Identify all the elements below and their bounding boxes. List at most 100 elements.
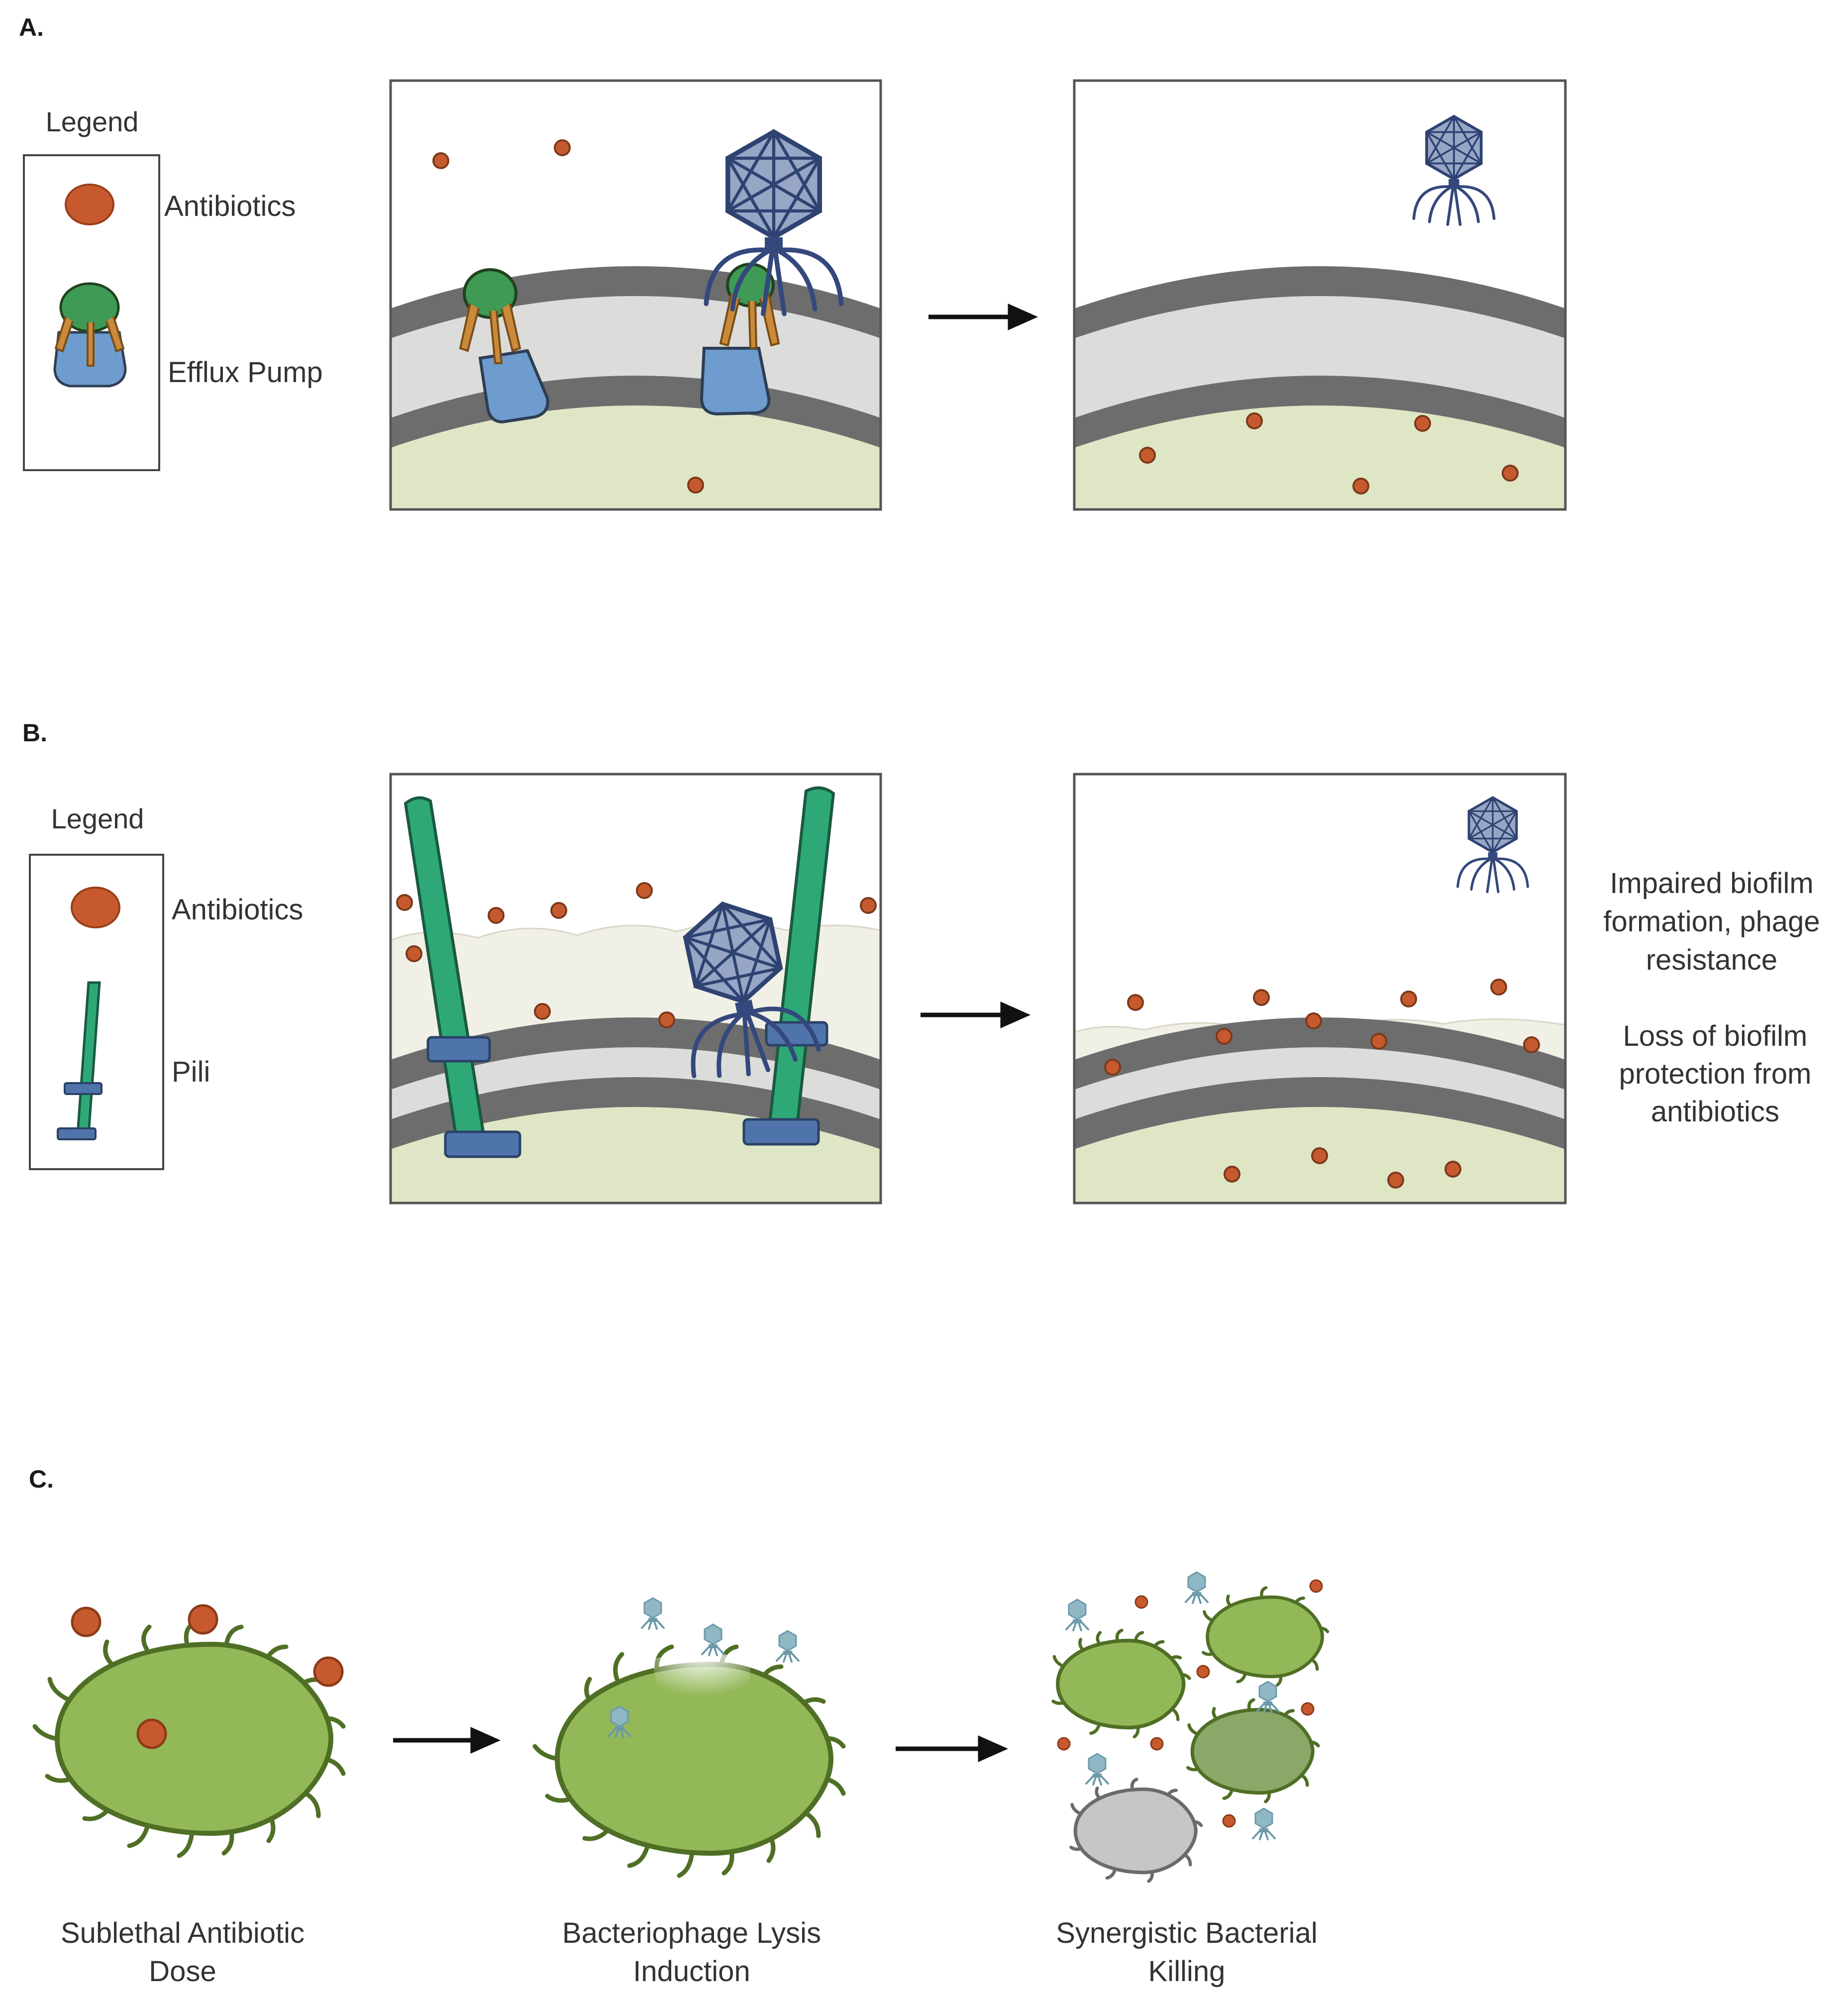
stage-2-label-line-2: Induction (633, 1955, 750, 1988)
antibiotic (1216, 1028, 1232, 1045)
antibiotic (1414, 415, 1431, 432)
panel-a-before-frame (389, 79, 882, 511)
panel-a-before-scene (391, 81, 881, 509)
antibiotic (1387, 1172, 1404, 1189)
stage-1-label-line-1: Sublethal Antibiotic (61, 1917, 305, 1949)
pilus-1 (404, 796, 521, 1158)
antibiotic (406, 945, 422, 962)
antibiotic (1309, 1579, 1323, 1593)
panel-b-before-scene (391, 774, 881, 1203)
panel-c-letter: C. (29, 1465, 54, 1493)
antibiotic (687, 477, 704, 494)
antibiotic (1253, 989, 1270, 1006)
antibiotic (1352, 478, 1369, 495)
bacterium-icon (532, 1644, 846, 1878)
bacteriophage-icon (1252, 1807, 1276, 1840)
panel-b-after-frame (1073, 773, 1567, 1204)
pili-icon (57, 981, 103, 1140)
antibiotic (136, 1718, 167, 1749)
stage-3-label-line-1: Synergistic Bacterial (1056, 1917, 1317, 1949)
antibiotic (860, 897, 877, 914)
legend-title-b: Legend (51, 803, 144, 834)
legend-label-pili: Pili (172, 1056, 210, 1088)
stage-1-label-line-2: Dose (149, 1955, 216, 1988)
arrow-icon (928, 303, 1038, 330)
antibiotic (1222, 1814, 1236, 1828)
panel-b-before-frame (389, 773, 882, 1204)
antibiotic (1370, 1033, 1387, 1050)
arrow-icon (921, 1001, 1031, 1028)
antibiotic (1301, 1702, 1315, 1716)
bacteriophage-icon (1185, 1571, 1209, 1604)
efflux-pump-icon (53, 282, 127, 388)
antibiotic (396, 894, 413, 911)
panel-a-letter: A. (19, 13, 44, 41)
bacterium-icon (1069, 1778, 1203, 1883)
antibiotic (1196, 1665, 1210, 1679)
panel-a-after-frame (1073, 79, 1567, 511)
antibiotic (554, 139, 571, 156)
antibiotic (1150, 1737, 1164, 1751)
antibiotic (488, 907, 505, 924)
antibiotic (636, 882, 653, 899)
arrow-icon (393, 1727, 501, 1754)
arrow-icon (896, 1735, 1009, 1762)
antibiotic (1311, 1147, 1328, 1164)
antibiotic (313, 1656, 344, 1687)
antibiotic (1502, 465, 1519, 482)
stage-2-label-line-1: Bacteriophage Lysis (562, 1917, 821, 1949)
note-2-line-3: antibiotics (1651, 1096, 1779, 1128)
bacteriophage-icon (1256, 1681, 1280, 1713)
antibiotic (1224, 1166, 1240, 1183)
note-2-line-1: Loss of biofilm (1623, 1020, 1808, 1052)
legend-label-efflux-pump: Efflux Pump (168, 356, 323, 389)
legend-title-a: Legend (46, 106, 139, 137)
panel-b-note-1: Impaired biofilm formation, phage resist… (1603, 867, 1820, 976)
antibiotic (550, 902, 567, 919)
bacteriophage-icon (1085, 1753, 1109, 1786)
bacterium-icon (1051, 1628, 1191, 1739)
antibiotic (1127, 994, 1144, 1011)
bacteriophage-icon (701, 1623, 725, 1656)
panel-b-after-scene (1074, 774, 1565, 1203)
legend-label-antibiotics-a: Antibiotics (164, 190, 296, 222)
panel-a-after-scene (1074, 81, 1565, 509)
note-1-line-3: resistance (1646, 944, 1777, 976)
pilus-2 (742, 786, 835, 1146)
antibiotic (1490, 979, 1507, 996)
bacterium-icon (32, 1619, 346, 1858)
panel-b-note-2: Loss of biofilm protection from antibiot… (1619, 1020, 1812, 1128)
bacteriophage-icon (641, 1597, 665, 1630)
antibiotic (1139, 447, 1156, 464)
note-2-line-2: protection from (1619, 1058, 1812, 1090)
antibiotic (1305, 1012, 1322, 1029)
antibiotic (1400, 991, 1417, 1007)
stage-3-label-line-2: Killing (1148, 1955, 1226, 1988)
antibiotic (1057, 1737, 1071, 1751)
antibiotic (1104, 1059, 1121, 1076)
bacterium-icon (1202, 1586, 1330, 1687)
antibiotic (432, 152, 449, 169)
stage-2-scene (532, 1597, 846, 1878)
antibiotic (1246, 412, 1263, 429)
efflux-pump-1 (459, 268, 549, 424)
antibiotic-icon (71, 887, 120, 928)
antibiotic (188, 1604, 218, 1635)
antibiotic (1523, 1036, 1540, 1053)
legend-label-antibiotics-b: Antibiotics (172, 894, 303, 926)
note-1-line-1: Impaired biofilm (1610, 867, 1813, 900)
antibiotic (1444, 1161, 1461, 1178)
bacteriophage-icon (776, 1630, 800, 1663)
antibiotic-icon (65, 184, 114, 225)
panel-b-letter: B. (22, 719, 47, 747)
antibiotic (71, 1606, 102, 1637)
antibiotic (1134, 1595, 1148, 1609)
antibiotic (534, 1003, 551, 1020)
bacterium-icon (1186, 1698, 1320, 1803)
stage-3-scene (1051, 1571, 1330, 1883)
bacteriophage-icon (1065, 1599, 1089, 1631)
antibiotic (658, 1011, 675, 1028)
note-1-line-2: formation, phage (1603, 905, 1820, 938)
stage-1-scene (32, 1604, 346, 1858)
